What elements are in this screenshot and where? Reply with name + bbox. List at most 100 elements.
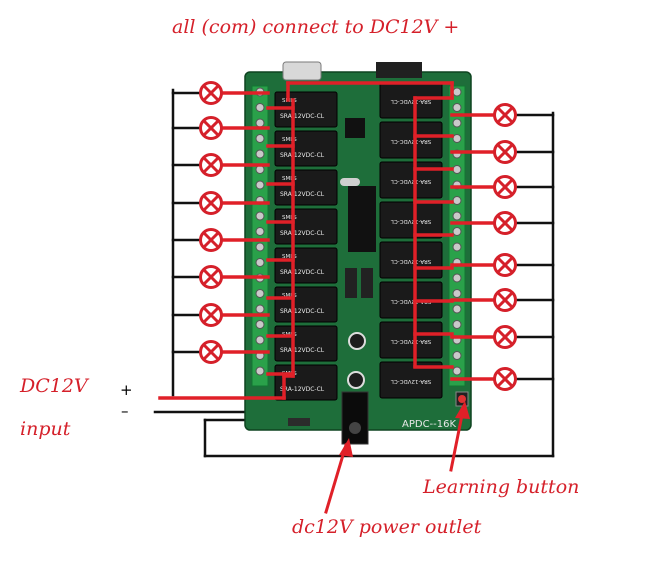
- left-relay-brand: SMLS: [282, 176, 297, 182]
- dc-input-label-line2: input: [20, 418, 71, 440]
- right-relay-2: [379, 121, 443, 159]
- pcb-board: SMLS SRA-12VDC-CL SMLS SRA-12VDC-CL SMLS SRA-…: [244, 61, 472, 445]
- antenna-connector: [282, 61, 322, 81]
- left-relay-text: SRA-12VDC-CL: [280, 347, 325, 354]
- right-load-2: [493, 140, 517, 164]
- capacitor-2: [347, 371, 365, 389]
- left-relay-text: SRA-12VDC-CL: [280, 152, 325, 159]
- right-terminal-screw: [452, 289, 462, 298]
- right-relay-7: [379, 321, 443, 359]
- load-cross-b: [496, 214, 514, 232]
- learning-arrow-head: [455, 401, 470, 419]
- right-terminal-screw: [452, 134, 462, 143]
- right-load-1: [493, 103, 517, 127]
- left-terminal-screw: [255, 118, 265, 128]
- right-terminal-screw: [452, 211, 462, 221]
- left-load-6: [199, 265, 223, 289]
- left-relay-4: [274, 208, 338, 245]
- load-symbols: [199, 81, 517, 391]
- left-terminal-screw: [255, 242, 265, 252]
- smd-part: [288, 418, 310, 426]
- driver-chip-1: [345, 268, 357, 298]
- learning-button-label: Learning button: [423, 476, 580, 498]
- load-cross-b: [202, 84, 220, 102]
- left-load-2: [199, 116, 223, 140]
- left-relay-5: [274, 247, 338, 284]
- right-load-5: [493, 253, 517, 277]
- learning-button-cap: [458, 395, 466, 403]
- right-relay-8: [379, 361, 443, 399]
- black-wires: [153, 88, 555, 458]
- left-relay-text: SRA-12VDC-CL: [280, 191, 325, 198]
- pin-header: [376, 62, 422, 78]
- load-cross-b: [496, 328, 514, 346]
- right-terminal-screw: [452, 227, 462, 236]
- load-cross-b: [496, 143, 514, 161]
- crystal: [340, 178, 360, 186]
- microcontroller-chip: [348, 186, 376, 252]
- right-load-8: [493, 367, 517, 391]
- load-cross-b: [496, 370, 514, 388]
- right-relay-text: SRA-12VDC-CL: [390, 178, 431, 184]
- red-wires: [158, 81, 496, 400]
- left-load-5: [199, 228, 223, 252]
- left-relay-text: SRA-12VDC-CL: [280, 113, 325, 120]
- right-load-6: [493, 288, 517, 312]
- left-terminal-screw: [255, 149, 265, 159]
- capacitor-1: [348, 332, 366, 350]
- load-cross-b: [202, 268, 220, 286]
- left-relay-2: [274, 130, 338, 167]
- outlet-arrow-head: [339, 438, 353, 457]
- left-load-4: [199, 191, 223, 215]
- load-cross-b: [202, 231, 220, 249]
- left-load-1: [199, 81, 223, 105]
- load-cross-b: [496, 256, 514, 274]
- right-terminal-screw: [452, 196, 462, 205]
- right-terminal-screw: [452, 242, 462, 252]
- right-terminal-screw: [452, 351, 462, 360]
- right-relay-4: [379, 201, 443, 239]
- right-relay-text: SRA-12VDC-CL: [390, 298, 431, 304]
- plus-sign: +: [120, 381, 133, 399]
- load-cross-b: [496, 291, 514, 309]
- left-terminal-screw: [255, 320, 265, 329]
- outlet-arrow-shaft: [324, 443, 348, 514]
- left-terminal-screw: [255, 227, 265, 236]
- load-cross-b: [202, 156, 220, 174]
- left-terminal-screw: [255, 335, 265, 345]
- left-terminal-screw: [255, 258, 265, 267]
- load-cross-b: [496, 106, 514, 124]
- left-relay-6: [274, 286, 338, 323]
- right-relay-text: SRA-12VDC-CL: [390, 218, 431, 224]
- load-cross-b: [202, 194, 220, 212]
- left-load-7: [199, 303, 223, 327]
- left-relay-text: SRA-12VDC-CL: [280, 386, 325, 393]
- right-terminal-screw: [452, 118, 462, 128]
- dc-input-label-line1: DC12V: [20, 375, 88, 397]
- right-load-3: [493, 175, 517, 199]
- driver-chip-2: [361, 268, 373, 298]
- minus-sign: –: [121, 402, 129, 420]
- board-model-text: APDC--16K: [402, 419, 456, 430]
- left-relay-3: [274, 169, 338, 206]
- dc-jack: [341, 391, 369, 445]
- load-cross-b: [202, 343, 220, 361]
- right-terminal-screw: [452, 87, 462, 97]
- left-terminal-screw: [255, 211, 265, 221]
- left-relay-text: SRA-12VDC-CL: [280, 269, 325, 276]
- right-relay-3: [379, 161, 443, 199]
- right-relay-text: SRA-12VDC-CL: [390, 338, 431, 344]
- right-terminal-screw: [452, 320, 462, 329]
- right-terminal-screw: [452, 103, 462, 112]
- left-terminal-screw: [255, 103, 265, 112]
- left-relay-brand: SMLS: [282, 254, 297, 260]
- right-terminal-screw: [452, 273, 462, 283]
- learning-arrow-shaft: [449, 408, 465, 472]
- load-cross-b: [202, 306, 220, 324]
- pointer-arrows: [324, 401, 470, 514]
- right-terminal-screw: [452, 366, 462, 376]
- left-terminal-screw: [255, 304, 265, 314]
- left-relay-brand: SMLS: [282, 137, 297, 143]
- right-load-4: [493, 211, 517, 235]
